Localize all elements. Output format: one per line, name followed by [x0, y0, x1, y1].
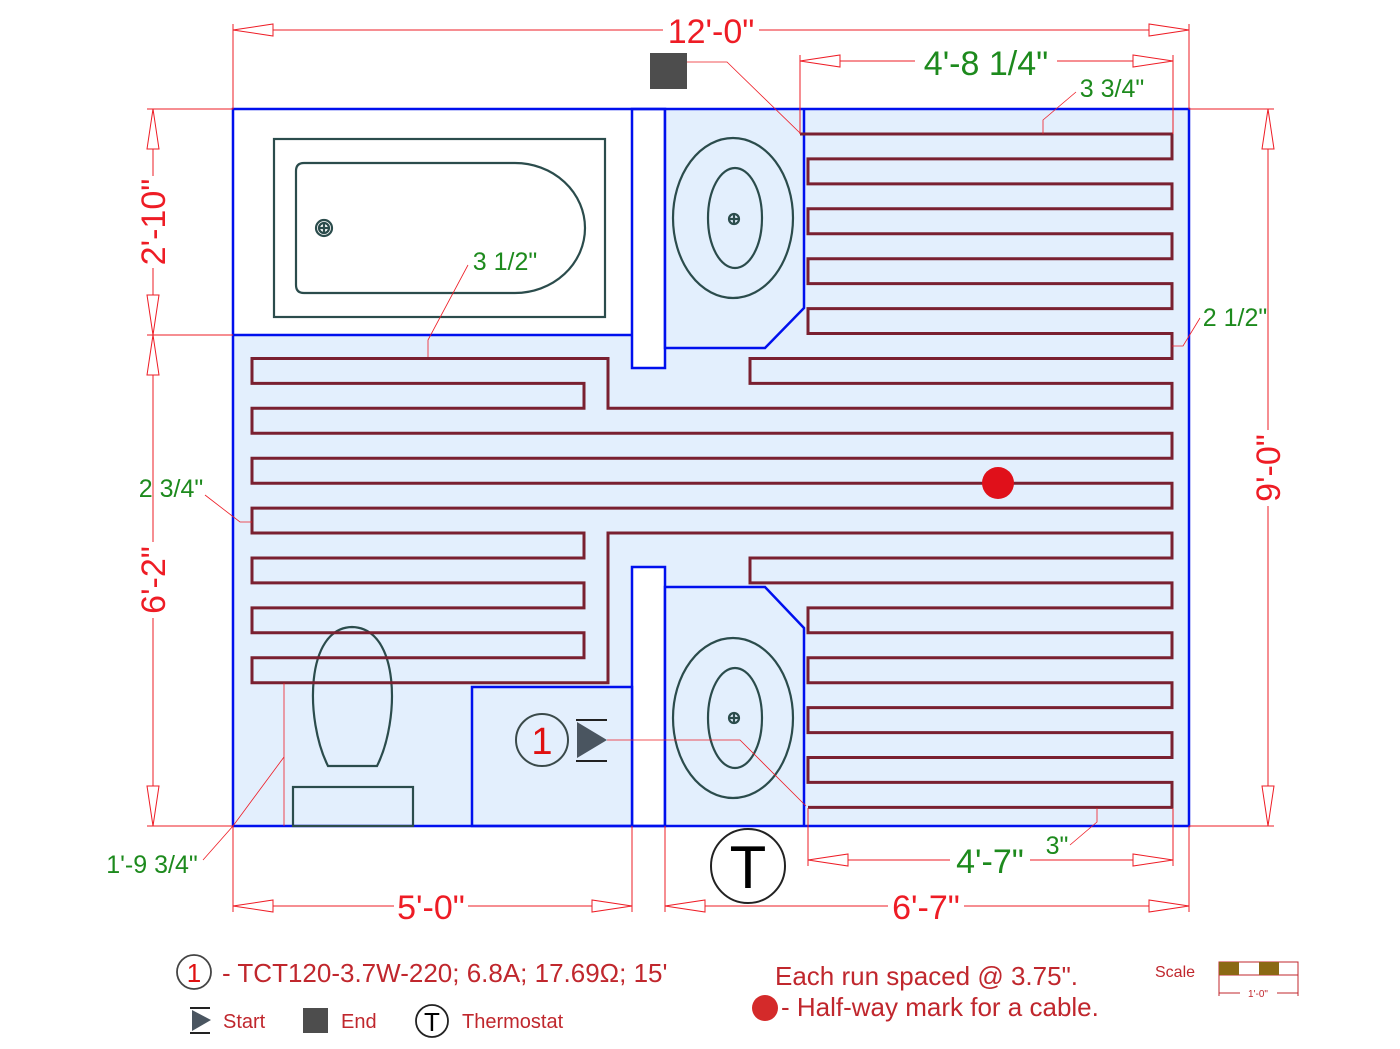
partition-wall-top	[630, 107, 667, 370]
drain-icon	[314, 218, 334, 238]
scale-bar: 1'-0"	[1218, 961, 1299, 1000]
room-outline	[231, 107, 1191, 828]
cable-number: 1	[531, 721, 552, 763]
sink-bottom	[671, 636, 795, 800]
cable-end-marker	[650, 53, 687, 89]
dim-right-runs-top: 4'-8 1/4"	[924, 45, 1048, 83]
legend-end-label: End	[341, 1011, 377, 1033]
legend-thermostat-letter: T	[424, 1007, 440, 1037]
dim-offset-top: 3 3/4"	[1080, 75, 1144, 103]
legend-cable-number: 1	[187, 958, 201, 988]
dim-right-runs-bottom: 4'-7"	[956, 843, 1024, 881]
dim-overall-height: 9'-0"	[1250, 434, 1288, 502]
legend-start-icon	[192, 1010, 211, 1031]
dim-offset-toilet: 1'-9 3/4"	[106, 851, 197, 879]
scale-value: 1'-0"	[1248, 989, 1268, 1000]
tub-area	[233, 109, 632, 335]
drain-icon	[727, 711, 741, 725]
start-triangle-icon	[577, 722, 607, 758]
thermostat: T	[710, 828, 786, 904]
partition-wall-bottom	[630, 565, 667, 828]
dim-offset-left: 2 3/4"	[139, 475, 203, 503]
legend-thermostat-icon	[415, 1004, 449, 1038]
dim-right-bottom: 6'-7"	[892, 889, 960, 927]
start-leader	[607, 739, 807, 807]
legend-start-label: Start	[223, 1011, 266, 1033]
dim-lower-depth: 6'-2"	[135, 546, 173, 614]
thermostat-letter: T	[730, 834, 767, 901]
legend-halfway-note: - Half-way mark for a cable.	[781, 992, 1099, 1022]
legend-end-icon	[303, 1008, 328, 1033]
vanity-bottom	[663, 585, 806, 826]
cable-start-marker: 1	[515, 713, 607, 767]
dim-offset-tub: 3 1/2"	[473, 248, 537, 276]
dim-offset-right: 2 1/2"	[1203, 304, 1267, 332]
toilet	[291, 625, 415, 828]
dim-overall-width: 12'-0"	[668, 13, 755, 51]
dim-left-bottom: 5'-0"	[397, 889, 465, 927]
dim-offset-bottom: 3"	[1046, 832, 1069, 860]
heating-cable	[250, 132, 1174, 809]
legend-spacing-note: Each run spaced @ 3.75".	[775, 961, 1078, 991]
thermostat-nook	[470, 685, 634, 828]
bathtub	[272, 137, 607, 319]
end-leader	[687, 61, 801, 134]
dim-tub-depth: 2'-10"	[135, 179, 173, 266]
halfway-mark	[982, 467, 1014, 499]
legend-halfway-icon	[752, 995, 778, 1021]
legend: 1 - TCT120-3.7W-220; 6.8A; 17.69Ω; 15' S…	[176, 954, 1299, 1038]
sink-top	[671, 136, 795, 300]
scale-label: Scale	[1155, 964, 1195, 981]
legend-cable-spec: - TCT120-3.7W-220; 6.8A; 17.69Ω; 15'	[222, 958, 667, 988]
vanity-top	[663, 109, 806, 350]
drain-icon	[727, 212, 741, 226]
legend-thermostat-label: Thermostat	[462, 1011, 564, 1033]
